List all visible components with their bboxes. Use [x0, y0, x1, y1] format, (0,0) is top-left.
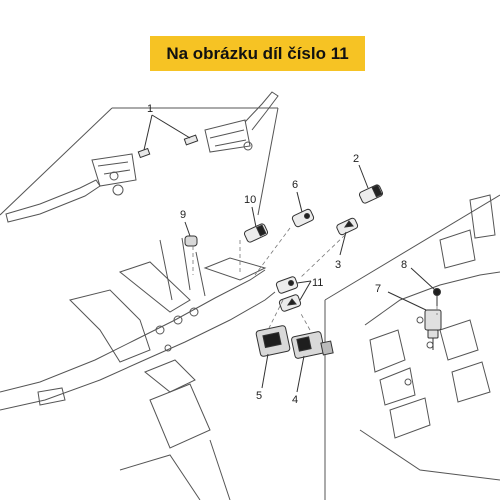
callout-2: 2	[353, 153, 359, 165]
callout-10: 10	[244, 194, 256, 206]
part-11-connector-upper	[275, 276, 299, 294]
frame-body	[0, 237, 276, 500]
part-3-connector	[336, 217, 359, 236]
callout-labels: 1 2 3 4 5 6 7 8 9 10 11	[147, 103, 407, 406]
callout-3: 3	[335, 259, 341, 271]
part-11-connector-lower	[278, 294, 302, 312]
callout-11: 11	[312, 277, 323, 289]
frame-lines	[0, 107, 500, 500]
part-2-connector	[358, 184, 384, 204]
part-5-switch-housing	[255, 325, 291, 357]
part-10-connector	[243, 223, 269, 243]
rear-body	[359, 194, 500, 481]
callout-8: 8	[401, 259, 407, 271]
part-4-switch-unit	[291, 331, 334, 359]
callout-7: 7	[375, 283, 381, 295]
part-number-banner: Na obrázku díl číslo 11	[150, 36, 365, 71]
banner-text: Na obrázku díl číslo 11	[166, 43, 349, 63]
assembly-guide-lines	[192, 227, 438, 331]
callout-5: 5	[256, 390, 262, 402]
part-9-plug	[184, 235, 198, 247]
brake-lever-assembly	[5, 91, 279, 223]
callout-1: 1	[147, 103, 153, 115]
callout-9: 9	[180, 209, 186, 221]
part-6-connector	[291, 208, 315, 228]
callout-4: 4	[292, 394, 298, 406]
bleed-screw-right	[183, 134, 199, 146]
bleed-screw-left	[137, 147, 151, 159]
callout-leader-lines	[143, 114, 436, 393]
part-8-screw	[433, 288, 441, 306]
callout-6: 6	[292, 179, 298, 191]
